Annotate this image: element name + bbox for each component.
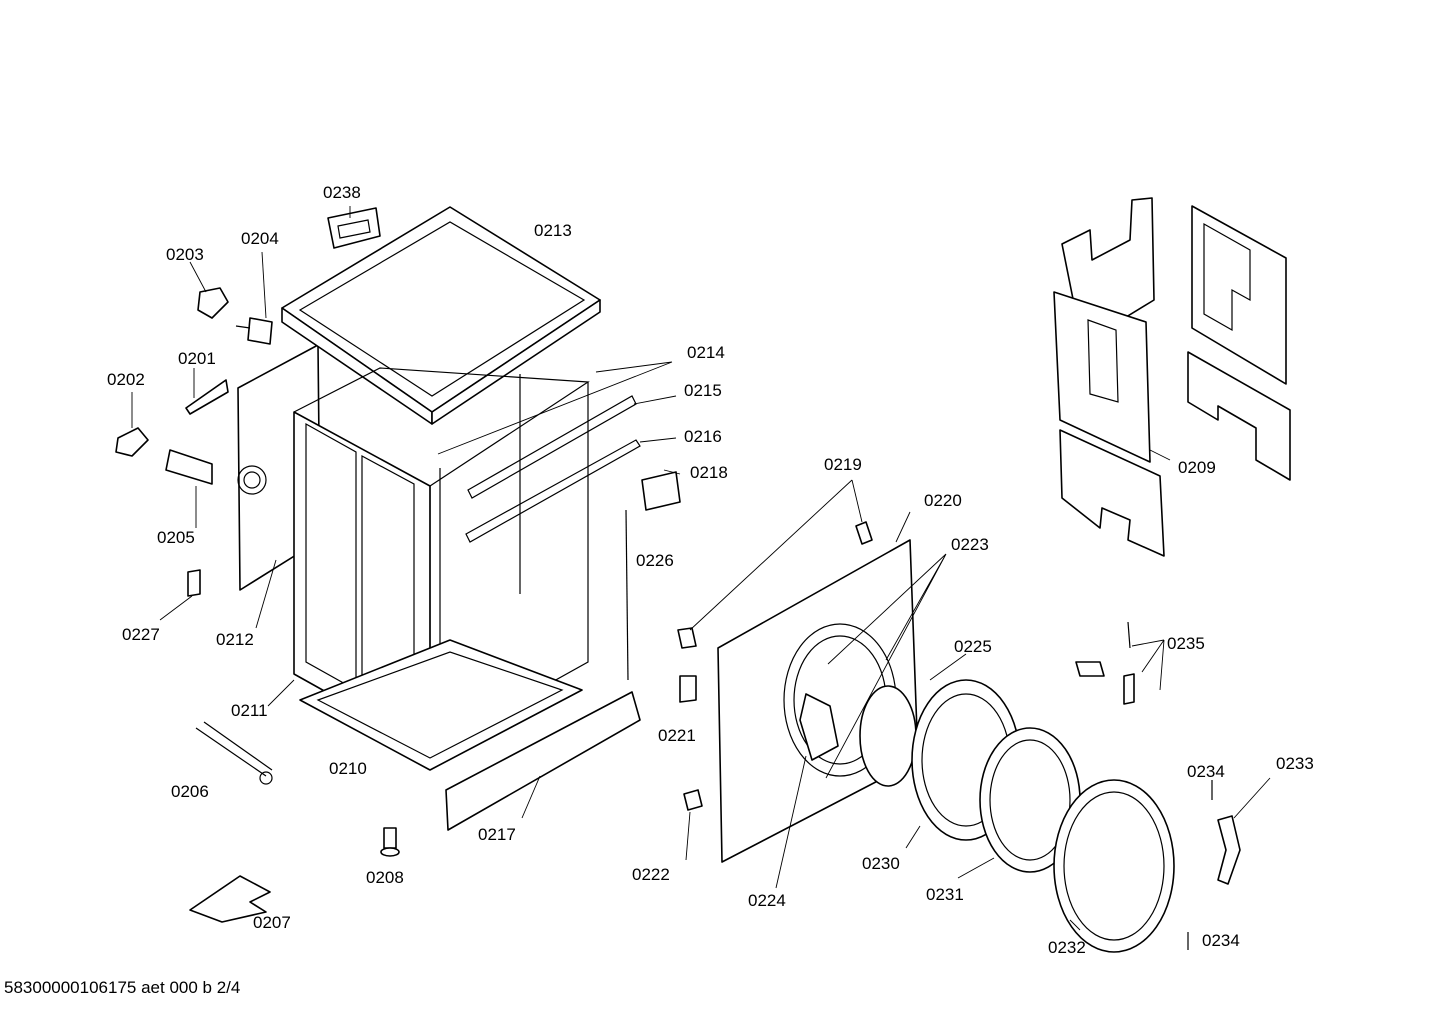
kick-plate [445, 691, 641, 831]
cap-icon [115, 427, 149, 457]
switch-icon [641, 471, 681, 511]
bolt-icon [1123, 673, 1135, 705]
outer-door-ring [1053, 779, 1175, 953]
label-0238: 0238 [323, 183, 361, 202]
knob-icon [683, 789, 703, 811]
label-0210: 0210 [329, 759, 367, 778]
label-0230: 0230 [862, 854, 900, 873]
left-small-parts [115, 207, 400, 923]
label-0225: 0225 [954, 637, 992, 656]
document-footer-id: 58300000106175 aet 000 b 2/4 [4, 978, 241, 997]
bearing-bushing-icon [247, 317, 273, 345]
label-0211: 0211 [231, 701, 268, 720]
door-seal [859, 685, 917, 787]
label-0219: 0219 [824, 455, 862, 474]
label-0221: 0221 [658, 726, 696, 745]
spring-clip-icon [855, 521, 873, 545]
door-handle-icon [1217, 815, 1241, 885]
hinge-bushing-icon [165, 449, 213, 485]
label-0205: 0205 [157, 528, 195, 547]
front-panel-assembly [625, 471, 1241, 953]
label-0224: 0224 [748, 891, 786, 910]
label-0227: 0227 [122, 625, 160, 644]
label-0223: 0223 [951, 535, 989, 554]
label-0222: 0222 [632, 865, 670, 884]
label-0220: 0220 [924, 491, 962, 510]
hinge-clip-icon [677, 627, 697, 649]
leader-lines [131, 206, 1271, 931]
label-0201: 0201 [178, 349, 216, 368]
label-0235: 0235 [1167, 634, 1205, 653]
bracket-icon [185, 379, 229, 415]
label-0209: 0209 [1178, 458, 1216, 477]
screw-icon [383, 827, 397, 849]
clip-icon [187, 569, 201, 597]
part-labels: 0201 0202 0203 0204 0205 0206 0207 0208 … [107, 183, 1314, 957]
handle-icon [327, 207, 381, 249]
label-0214: 0214 [687, 343, 725, 362]
label-0208: 0208 [366, 868, 404, 887]
label-0212: 0212 [216, 630, 254, 649]
label-0206: 0206 [171, 782, 209, 801]
label-0203: 0203 [166, 245, 204, 264]
cabinet-assembly [237, 206, 641, 831]
label-0217: 0217 [478, 825, 516, 844]
rod-icon [625, 509, 629, 681]
label-0234-bottom: 0234 [1202, 931, 1240, 950]
label-0204: 0204 [241, 229, 279, 248]
latch-icon [679, 675, 697, 703]
label-0232: 0232 [1048, 938, 1086, 957]
label-0213: 0213 [534, 221, 572, 240]
insulation-panels [1053, 197, 1291, 557]
label-0202: 0202 [107, 370, 145, 389]
label-0215: 0215 [684, 381, 722, 400]
label-0207: 0207 [253, 913, 291, 932]
label-0216: 0216 [684, 427, 722, 446]
label-0234-top: 0234 [1187, 762, 1225, 781]
shim-plate-icon [189, 875, 271, 923]
end-cap-icon [197, 287, 229, 319]
lock-icon [799, 693, 839, 761]
label-0226: 0226 [636, 551, 674, 570]
label-0233: 0233 [1276, 754, 1314, 773]
wrench-icon [195, 721, 273, 777]
label-0231: 0231 [926, 885, 964, 904]
hook-icon [1075, 661, 1105, 677]
label-0218: 0218 [690, 463, 728, 482]
